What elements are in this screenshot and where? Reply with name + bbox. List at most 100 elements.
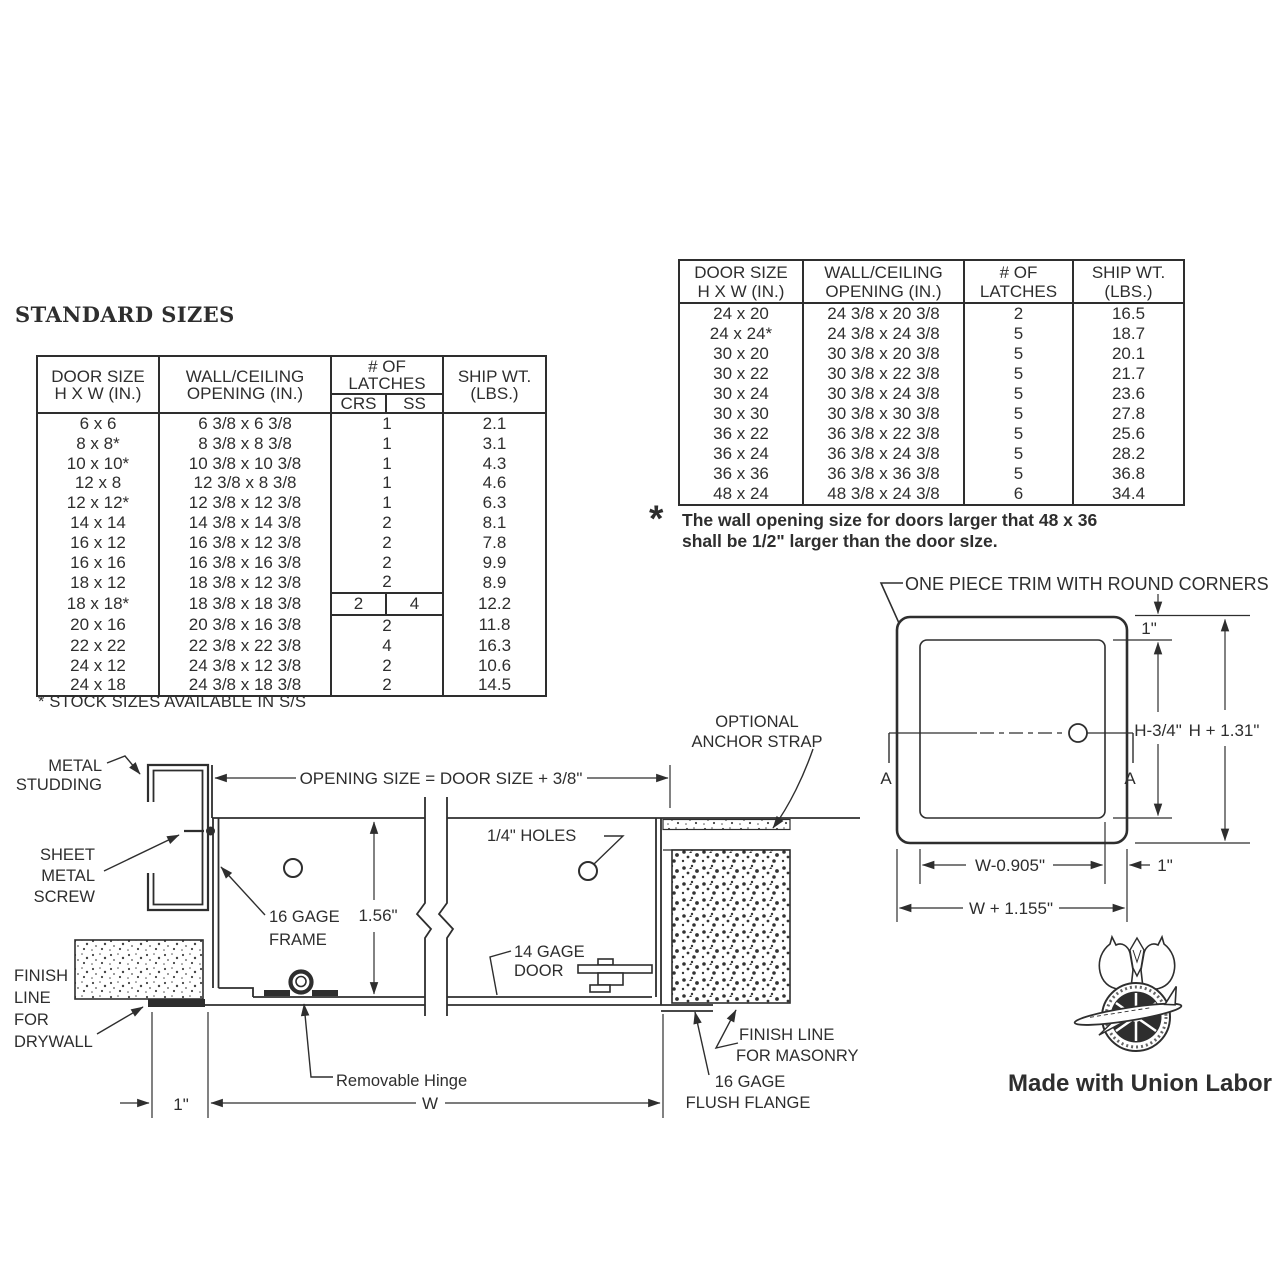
trim-title: ONE PIECE TRIM WITH ROUND CORNERS [905, 574, 1269, 594]
table-cell: 4.3 [442, 453, 546, 474]
anchor-strap-band [662, 818, 791, 831]
table-cell: 18.7 [1072, 324, 1184, 344]
col-header-door-size: DOOR SIZE H X W (IN.) [694, 262, 788, 301]
metal-stud-profile [146, 763, 210, 912]
table-cell: 20 3/8 x 16 3/8 [158, 614, 331, 636]
table-cell: 10.6 [442, 655, 546, 676]
dim-w-minus: W-0.905" [975, 856, 1045, 875]
finish-line-drywall-label: FINISH [14, 967, 68, 985]
flush-flange-label: FLUSH FLANGE [686, 1094, 811, 1112]
gage-door-label: DOOR [514, 962, 564, 980]
table-cell: 30 x 24 [713, 384, 769, 403]
table-cell: 1 [330, 453, 443, 474]
flush-flange-line [205, 1004, 713, 1012]
table-cell: 5 [963, 444, 1073, 464]
table-cell: 18 x 18* [66, 594, 130, 614]
table-cell: 5 [963, 344, 1073, 364]
table-cell: 3.1 [442, 433, 546, 454]
finish-line-drywall-label: FOR [14, 1011, 49, 1029]
door-latch [577, 958, 653, 993]
table-cell: 30 3/8 x 20 3/8 [802, 344, 964, 364]
col-header-ship-wt: SHIP WT. (LBS.) [1072, 260, 1184, 303]
table-cell: 12 3/8 x 12 3/8 [158, 493, 331, 513]
removable-hinge-label: Removable Hinge [336, 1072, 467, 1090]
table-cell: 12 x 8 [74, 473, 122, 493]
table-cell: 36 x 22 [713, 424, 769, 443]
table-cell: 24 3/8 x 20 3/8 [802, 303, 964, 324]
technical-drawing-layer: OPENING SIZE = DOOR SIZE + 3/8" 1.56" 1"… [14, 574, 1272, 1118]
removable-hinge [264, 969, 338, 996]
table-cell: 16 3/8 x 16 3/8 [158, 552, 331, 573]
dim-1-56: 1.56" [358, 906, 397, 925]
table-cell: 24 x 20 [713, 304, 769, 323]
gage-frame-label: FRAME [269, 931, 327, 949]
gage-door-label: 14 GAGE [514, 943, 585, 961]
quarter-inch-hole-right [578, 861, 598, 881]
table-cell: 21.7 [1072, 364, 1184, 384]
sheet-metal-screw-label: METAL [41, 867, 95, 885]
frame-right-vertical [655, 818, 662, 1005]
sheet-metal-screw-label: SHEET [40, 846, 95, 864]
gage-frame-label: 16 GAGE [269, 908, 340, 926]
table-cell: 30 3/8 x 24 3/8 [802, 384, 964, 404]
dim-1-inch: 1" [173, 1095, 189, 1114]
col-header-door-size: DOOR SIZE H X W (IN.) [51, 366, 145, 403]
table-cell: 30 3/8 x 30 3/8 [802, 404, 964, 424]
dim-h-plus: H + 1.31" [1189, 721, 1260, 740]
table-cell: 5 [963, 424, 1073, 444]
table-cell: 6 [963, 484, 1073, 505]
table-cell: 16.5 [1072, 303, 1184, 324]
table-cell: 2 [330, 655, 443, 676]
table-cell: 1 [330, 493, 443, 513]
table-cell: 4 [385, 592, 443, 616]
table-cell: 36 3/8 x 36 3/8 [802, 464, 964, 484]
leader-line [714, 1009, 739, 1050]
finish-line-masonry-label: FOR MASONRY [736, 1047, 859, 1065]
table-cell: 36.8 [1072, 464, 1184, 484]
anchor-strap-label: OPTIONAL [715, 713, 798, 731]
trim-extension-lines [896, 614, 1250, 922]
table-cell: 18 3/8 x 12 3/8 [158, 572, 331, 594]
table-cell: 22 3/8 x 22 3/8 [158, 635, 331, 656]
col-header-crs: CRS [330, 394, 386, 413]
table-cell: 2 [330, 552, 443, 573]
col-header-latches: # OF LATCHES [330, 356, 443, 395]
leader-line [103, 834, 180, 872]
table-cell: 23.6 [1072, 384, 1184, 404]
table-cell: 2 [330, 614, 443, 636]
table-cell: 24 x 12 [70, 655, 126, 675]
table-cell: 5 [963, 364, 1073, 384]
finish-line-masonry-label: FINISH LINE [739, 1026, 834, 1044]
table-cell: 48 3/8 x 24 3/8 [802, 484, 964, 505]
table-cell: 8 3/8 x 8 3/8 [158, 433, 331, 454]
table-cell: 2 [330, 572, 443, 594]
union-logo: Made with Union Labor [1008, 934, 1272, 1097]
drywall-section [74, 939, 204, 1000]
door-panel-outline [919, 639, 1106, 819]
cross-section-leaders [96, 748, 814, 1078]
table-cell: 25.6 [1072, 424, 1184, 444]
table-cell: 30 x 22 [713, 364, 769, 383]
leader-line [693, 1011, 710, 1076]
table-cell: 12 x 12* [66, 493, 130, 513]
table-cell: 2 [330, 675, 443, 697]
table-cell: 4 [330, 635, 443, 656]
table-cell: 48 x 24 [713, 484, 769, 503]
table-cell: 1 [330, 413, 443, 434]
leader-line [489, 950, 512, 996]
table-cell: 16 x 16 [70, 552, 126, 572]
table-cell: 12.2 [442, 593, 546, 615]
frame-bottom-step [218, 987, 254, 997]
metal-studding-label: METAL [48, 757, 102, 775]
dim-1-top: 1" [1141, 619, 1157, 638]
